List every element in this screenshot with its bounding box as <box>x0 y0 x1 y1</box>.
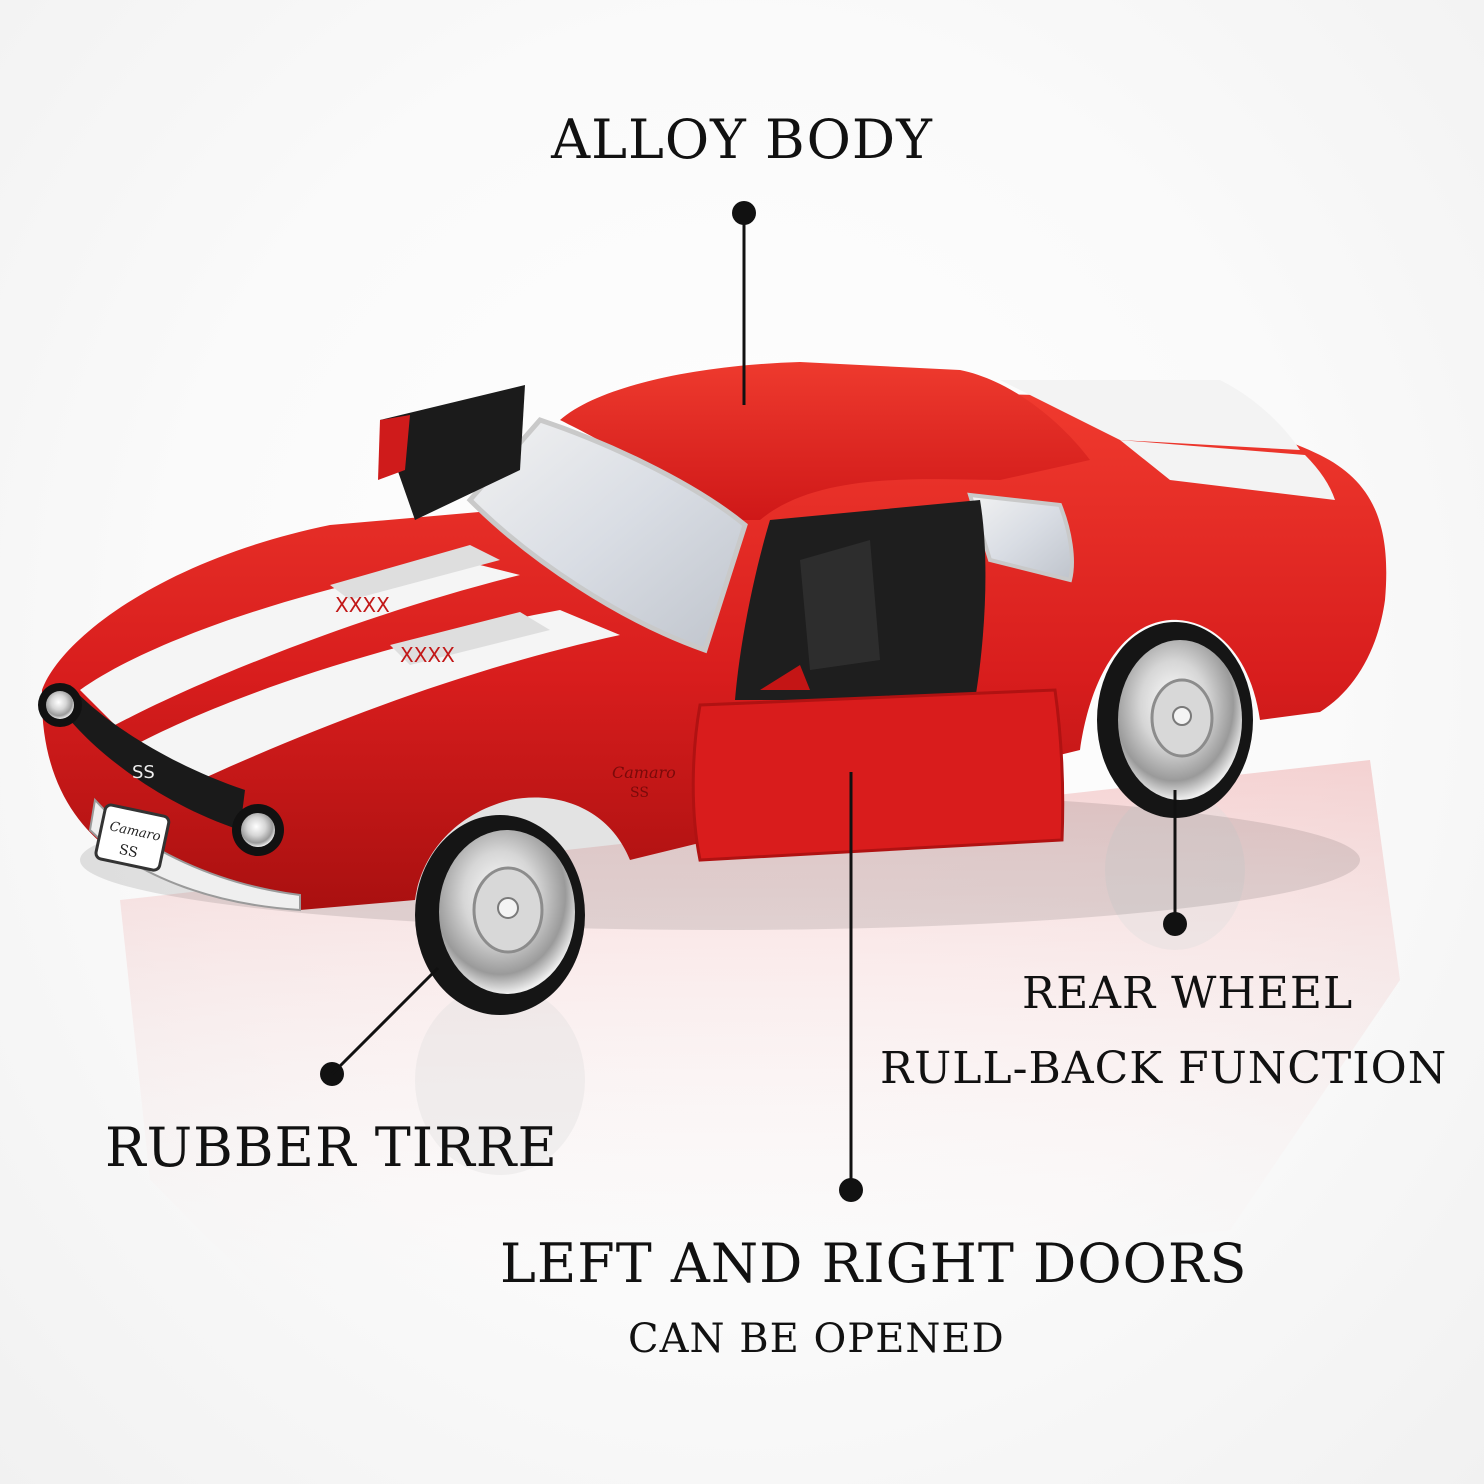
windshield <box>466 417 748 654</box>
open-left-door <box>380 385 525 520</box>
doors-label: LEFT AND RIGHT DOORS <box>500 1232 1248 1295</box>
headlights <box>38 683 284 856</box>
plate-text-ss: SS <box>117 842 139 862</box>
car-roof <box>560 362 1090 520</box>
hood-badge-lower: XXXX <box>400 643 455 667</box>
rear-wheel-label: REAR WHEEL <box>1022 968 1354 1019</box>
left-door-mirror <box>378 415 410 480</box>
fender-script-ss: SS <box>630 785 649 801</box>
rubber-tire-leader-line <box>330 966 440 1076</box>
front-wheel <box>415 815 585 1015</box>
rear-deck-stripes <box>1000 380 1335 500</box>
fender-script-model: Camaro <box>612 763 676 782</box>
pullback-function-label: RULL-BACK FUNCTION <box>880 1043 1448 1094</box>
grille <box>55 685 245 830</box>
doors-sub-label: CAN BE OPENED <box>628 1316 1005 1362</box>
callout-leaders <box>320 201 1187 1202</box>
rear-side-window <box>967 492 1074 583</box>
hood-stripes <box>80 545 620 780</box>
seat <box>800 540 880 670</box>
rear-wheel <box>1097 622 1253 818</box>
alloy-body-label: ALLOY BODY <box>551 108 933 171</box>
door-mirror <box>760 665 810 690</box>
open-right-door <box>691 688 1065 862</box>
rubber-tire-label: RUBBER TIRRE <box>105 1116 558 1179</box>
hood-badge-upper: XXXX <box>335 593 390 617</box>
front-license-plate: Camaro SS <box>94 803 171 872</box>
grille-ss-badge: SS <box>132 762 155 783</box>
